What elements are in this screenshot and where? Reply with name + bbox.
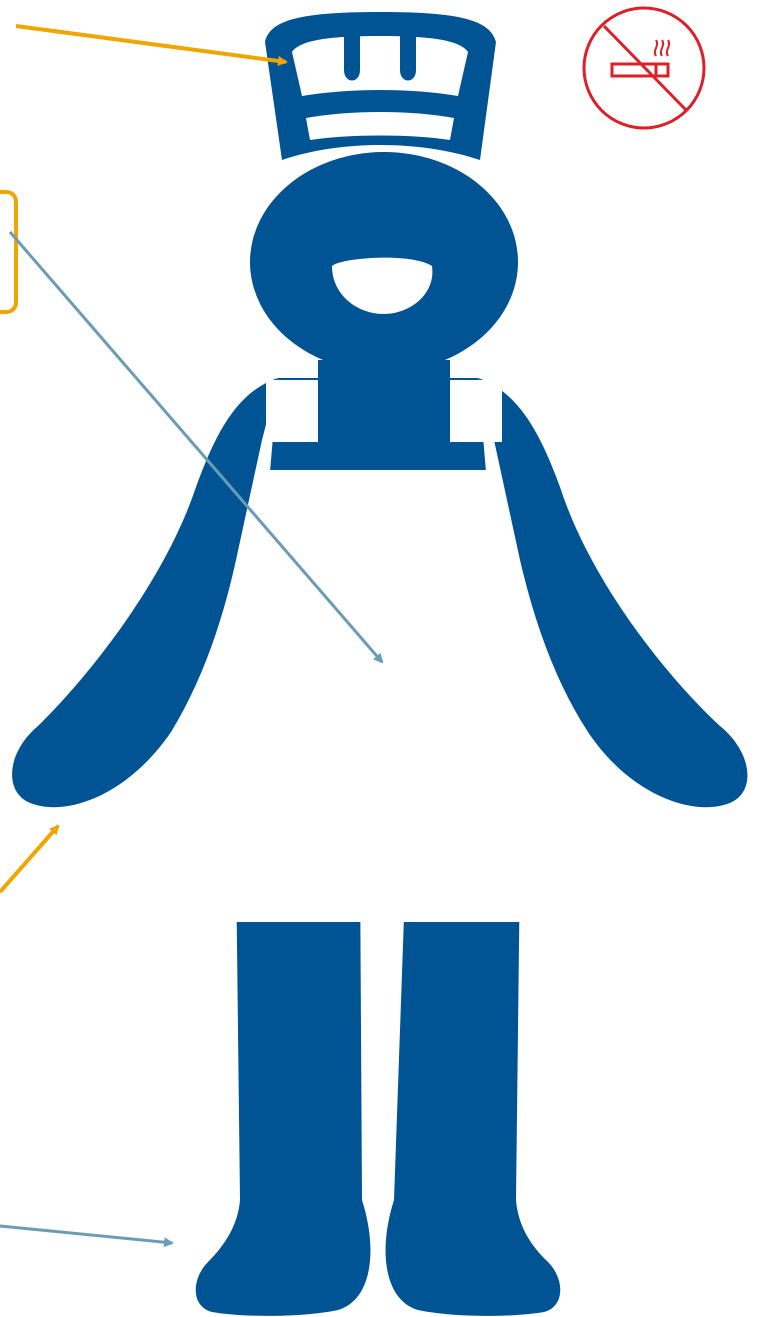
- left-leg: [196, 860, 371, 1316]
- callout-box: [0, 192, 16, 312]
- apron: [218, 470, 549, 922]
- neck: [318, 360, 450, 420]
- chef-hat-details: [292, 36, 468, 140]
- right-leg: [386, 860, 561, 1316]
- hands-callout-arrow: [0, 826, 58, 892]
- feet-callout-arrow: [0, 1226, 172, 1243]
- chef-hat-callout-arrow: [16, 26, 286, 62]
- apron-right-strap: [450, 380, 502, 442]
- apron-left-strap: [266, 380, 318, 442]
- no-smoking-icon: [584, 8, 704, 128]
